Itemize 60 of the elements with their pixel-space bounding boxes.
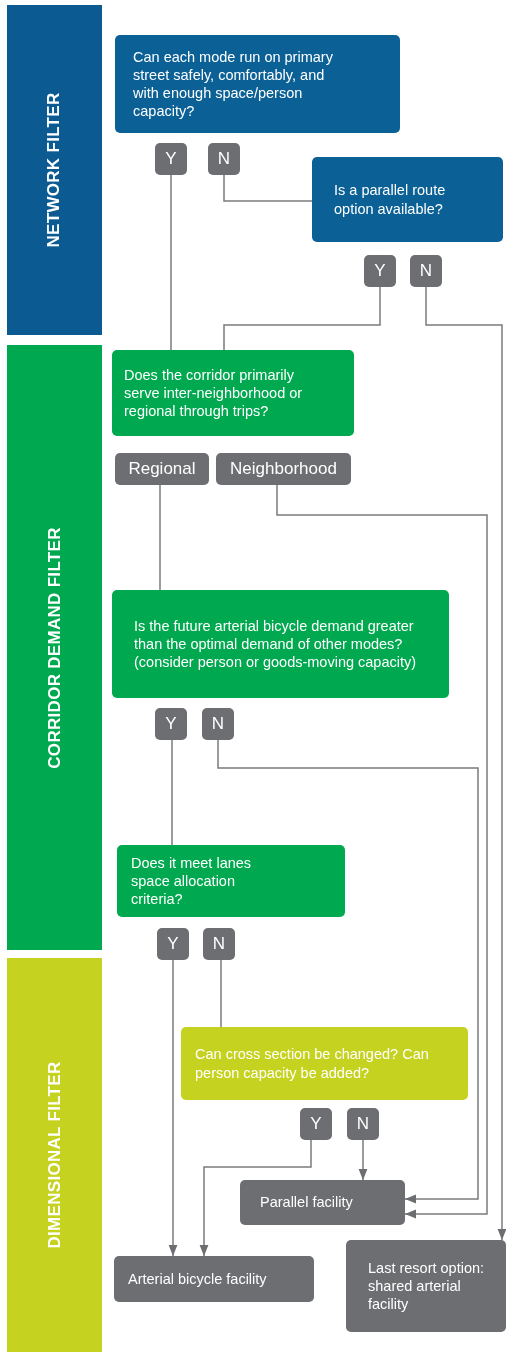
connector-line <box>171 739 173 846</box>
question-text: Is the future arterial bicycle demand greater than the optimal demand of other modes? (consider person or goods-moving capacity) <box>134 616 418 672</box>
answer-label: Y <box>167 934 179 954</box>
arrow <box>217 739 479 1204</box>
decision-box <box>117 845 345 917</box>
answer-tag <box>347 1108 379 1140</box>
answer-label: N <box>419 261 433 281</box>
arrow <box>358 1139 368 1181</box>
answer-tag <box>300 1108 332 1140</box>
answer-label: N <box>217 149 231 169</box>
outcome-box <box>240 1180 405 1225</box>
outcome-box <box>114 1256 314 1302</box>
decision-box <box>181 1027 468 1100</box>
question-text: Is a parallel route option available? <box>334 181 447 218</box>
answer-tag <box>115 453 209 485</box>
connector-line <box>223 174 313 202</box>
outcome-text: Arterial bicycle facility <box>128 1269 267 1289</box>
answer-tag <box>410 255 442 287</box>
answer-tag <box>364 255 396 287</box>
decision-box <box>112 350 354 436</box>
filter-band <box>7 958 102 1352</box>
band-label: NETWORK FILTER <box>44 92 65 248</box>
filter-band <box>7 5 102 335</box>
decision-box <box>312 157 503 242</box>
answer-label: Regional <box>128 459 196 479</box>
arrow <box>276 484 488 1219</box>
answer-tag <box>155 143 187 175</box>
answer-tag <box>157 928 189 960</box>
outcome-text: Last resort option: shared arterial facility <box>368 1258 486 1314</box>
answer-label: N <box>356 1114 370 1134</box>
answer-label: Y <box>165 714 177 734</box>
arrow <box>168 959 178 1257</box>
filter-band <box>7 345 102 950</box>
decision-box <box>112 590 449 698</box>
outcome-box <box>346 1240 506 1332</box>
answer-label: Y <box>374 261 386 281</box>
connector-line <box>170 174 172 351</box>
connector-line <box>220 959 222 1028</box>
decision-box <box>115 35 400 133</box>
question-text: Does it meet lanes space allocation criteria? <box>131 853 253 909</box>
answer-label: N <box>212 934 226 954</box>
arrow <box>199 1139 312 1257</box>
band-label: DIMENSIONAL FILTER <box>44 1061 65 1249</box>
answer-tag <box>216 453 351 485</box>
question-text: Can each mode run on primary street safely, comfortably, and with enough space/person capacity? <box>133 47 334 121</box>
answer-tag <box>208 143 240 175</box>
band-label: CORRIDOR DEMAND FILTER <box>44 526 65 769</box>
answer-tag <box>203 928 235 960</box>
connector-line <box>223 286 381 351</box>
answer-tag <box>202 708 234 740</box>
answer-label: Y <box>310 1114 322 1134</box>
question-text: Can cross section be changed? Can person capacity be added? <box>195 1045 430 1082</box>
question-text: Does the corridor primarily serve inter-neighborhood or regional through trips? <box>124 365 304 421</box>
outcome-text: Parallel facility <box>260 1193 353 1212</box>
connector-line <box>159 484 161 591</box>
answer-tag <box>155 708 187 740</box>
answer-label: N <box>211 714 225 734</box>
answer-label: Y <box>165 149 177 169</box>
arrow <box>425 286 506 1241</box>
answer-label: Neighborhood <box>230 459 337 479</box>
